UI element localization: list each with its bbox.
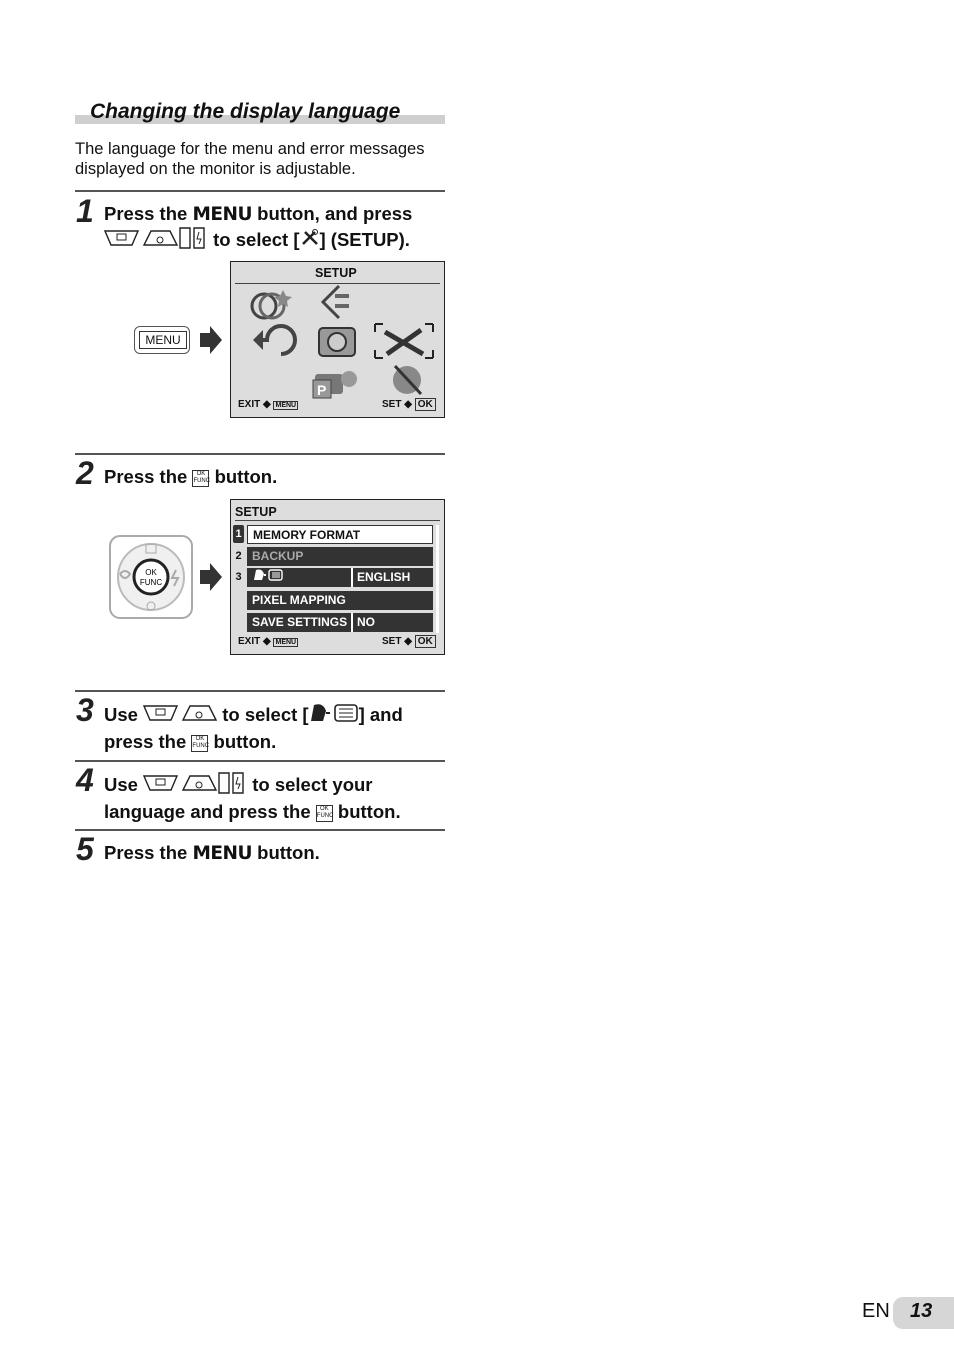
step-4-text: Use to select your language and press th… <box>104 772 401 822</box>
tab-1: 1 <box>233 525 244 543</box>
right-arrow-icon <box>200 326 222 354</box>
step-number: 4 <box>76 762 94 798</box>
exit-hint: EXIT ◆ MENU <box>238 399 299 410</box>
up-down-icons <box>143 702 218 730</box>
svg-text:P: P <box>317 382 326 398</box>
setup-screen-2: SETUP 1 2 3 MEMORY FORMAT BACKUP ENGLISH… <box>230 499 445 655</box>
divider <box>75 829 445 831</box>
screen-header: SETUP <box>315 266 357 280</box>
page-number: 13 <box>910 1300 933 1322</box>
arrow-pad-icons <box>103 227 208 255</box>
setup-tools-icon <box>300 229 320 253</box>
divider <box>235 283 440 284</box>
menu-row-backup: BACKUP <box>247 547 433 566</box>
save-settings-value: NO <box>351 613 375 632</box>
language-code: EN <box>862 1300 890 1322</box>
section-title: Changing the display language <box>75 100 445 124</box>
menu-icon-grid: P <box>250 284 434 399</box>
page-number-tab <box>893 1297 954 1329</box>
menu-row-memory-format: MEMORY FORMAT <box>247 525 433 544</box>
setup-screen-1: SETUP P EXIT ◆ MENU SET ◆ OK <box>230 261 445 418</box>
language-value: ENGLISH <box>351 568 410 587</box>
tab-2: 2 <box>235 550 242 562</box>
menu-key-button: MENU <box>134 326 190 354</box>
control-pad-ok-button: OK FUNC <box>109 535 193 619</box>
divider <box>75 190 445 192</box>
step-number: 1 <box>76 193 94 229</box>
step-5-text: Press the MENU button. <box>104 842 320 864</box>
step-number: 2 <box>76 455 94 491</box>
language-icon <box>309 703 359 729</box>
divider <box>235 520 440 521</box>
arrow-pad-icons <box>143 772 247 800</box>
exit-hint: EXIT ◆ MENU <box>238 636 299 647</box>
intro-paragraph: The language for the menu and error mess… <box>75 140 425 178</box>
section-title-text: Changing the display language <box>90 100 401 123</box>
menu-row-pixel-mapping: PIXEL MAPPING <box>247 591 433 610</box>
set-hint: SET ◆ OK <box>382 398 436 411</box>
divider <box>75 760 445 762</box>
menu-word: MENU <box>192 204 252 225</box>
language-icon <box>252 568 284 588</box>
menu-word: MENU <box>192 843 252 864</box>
divider <box>75 453 445 455</box>
set-hint: SET ◆ OK <box>382 635 436 648</box>
right-arrow-icon <box>200 563 222 591</box>
menu-row-language: ENGLISH <box>247 568 433 587</box>
step-number: 3 <box>76 692 94 728</box>
svg-text:OK: OK <box>145 568 157 577</box>
svg-text:FUNC: FUNC <box>140 578 162 587</box>
divider <box>75 690 445 692</box>
title-underline-bar <box>75 115 445 124</box>
step-1-text: Press the MENU button, and press to sele… <box>103 202 454 255</box>
screen-header: SETUP <box>235 505 277 519</box>
tab-3: 3 <box>235 571 242 583</box>
scrollbar <box>436 525 439 633</box>
step-number: 5 <box>76 831 94 867</box>
